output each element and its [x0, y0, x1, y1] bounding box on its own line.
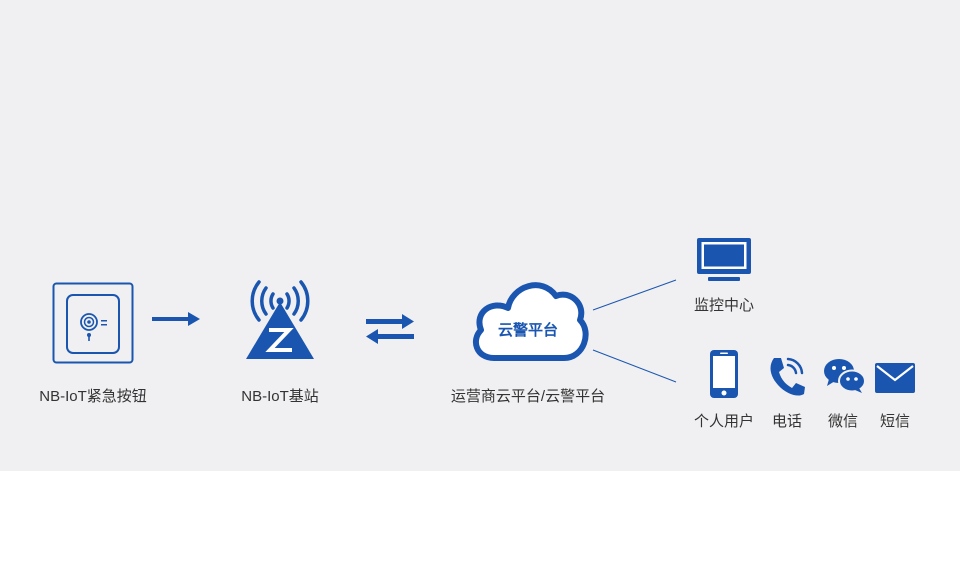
bidirectional-arrow-icon — [366, 314, 414, 344]
monitor-icon — [697, 238, 751, 281]
cloud-icon — [472, 282, 589, 361]
personal-node — [710, 350, 738, 398]
emergency-button-icon — [52, 282, 134, 364]
diagram-panel: NB-IoT紧急按钮 NB-IoT基站 云警平台 — [0, 0, 960, 471]
sms-node — [875, 363, 915, 393]
envelope-icon — [875, 363, 915, 393]
wechat-label: 微信 — [827, 413, 858, 430]
personal-label: 个人用户 — [693, 413, 754, 430]
cloud-text: 云警平台 — [497, 322, 558, 339]
monitor-label: 监控中心 — [693, 297, 754, 314]
base-station-node — [242, 280, 318, 362]
cloud-label: 运营商云平台/云警平台 — [450, 388, 606, 405]
connector-to-users — [592, 349, 677, 383]
emergency-button-node — [52, 282, 134, 364]
smartphone-icon — [710, 350, 738, 398]
phone-node — [768, 356, 806, 396]
cell-tower-icon — [246, 280, 314, 359]
base-station-label: NB-IoT基站 — [241, 388, 319, 405]
monitor-node — [697, 238, 751, 282]
connector-to-monitor — [592, 279, 677, 311]
phone-label: 电话 — [771, 413, 802, 430]
wechat-icon — [824, 359, 866, 393]
right-arrow-icon — [152, 312, 200, 326]
wechat-node — [823, 358, 866, 394]
phone-call-icon — [770, 357, 805, 396]
emergency-button-label: NB-IoT紧急按钮 — [39, 388, 147, 405]
cloud-node: 云警平台 — [468, 272, 589, 362]
connector-lines — [592, 279, 677, 383]
sms-label: 短信 — [879, 413, 910, 430]
